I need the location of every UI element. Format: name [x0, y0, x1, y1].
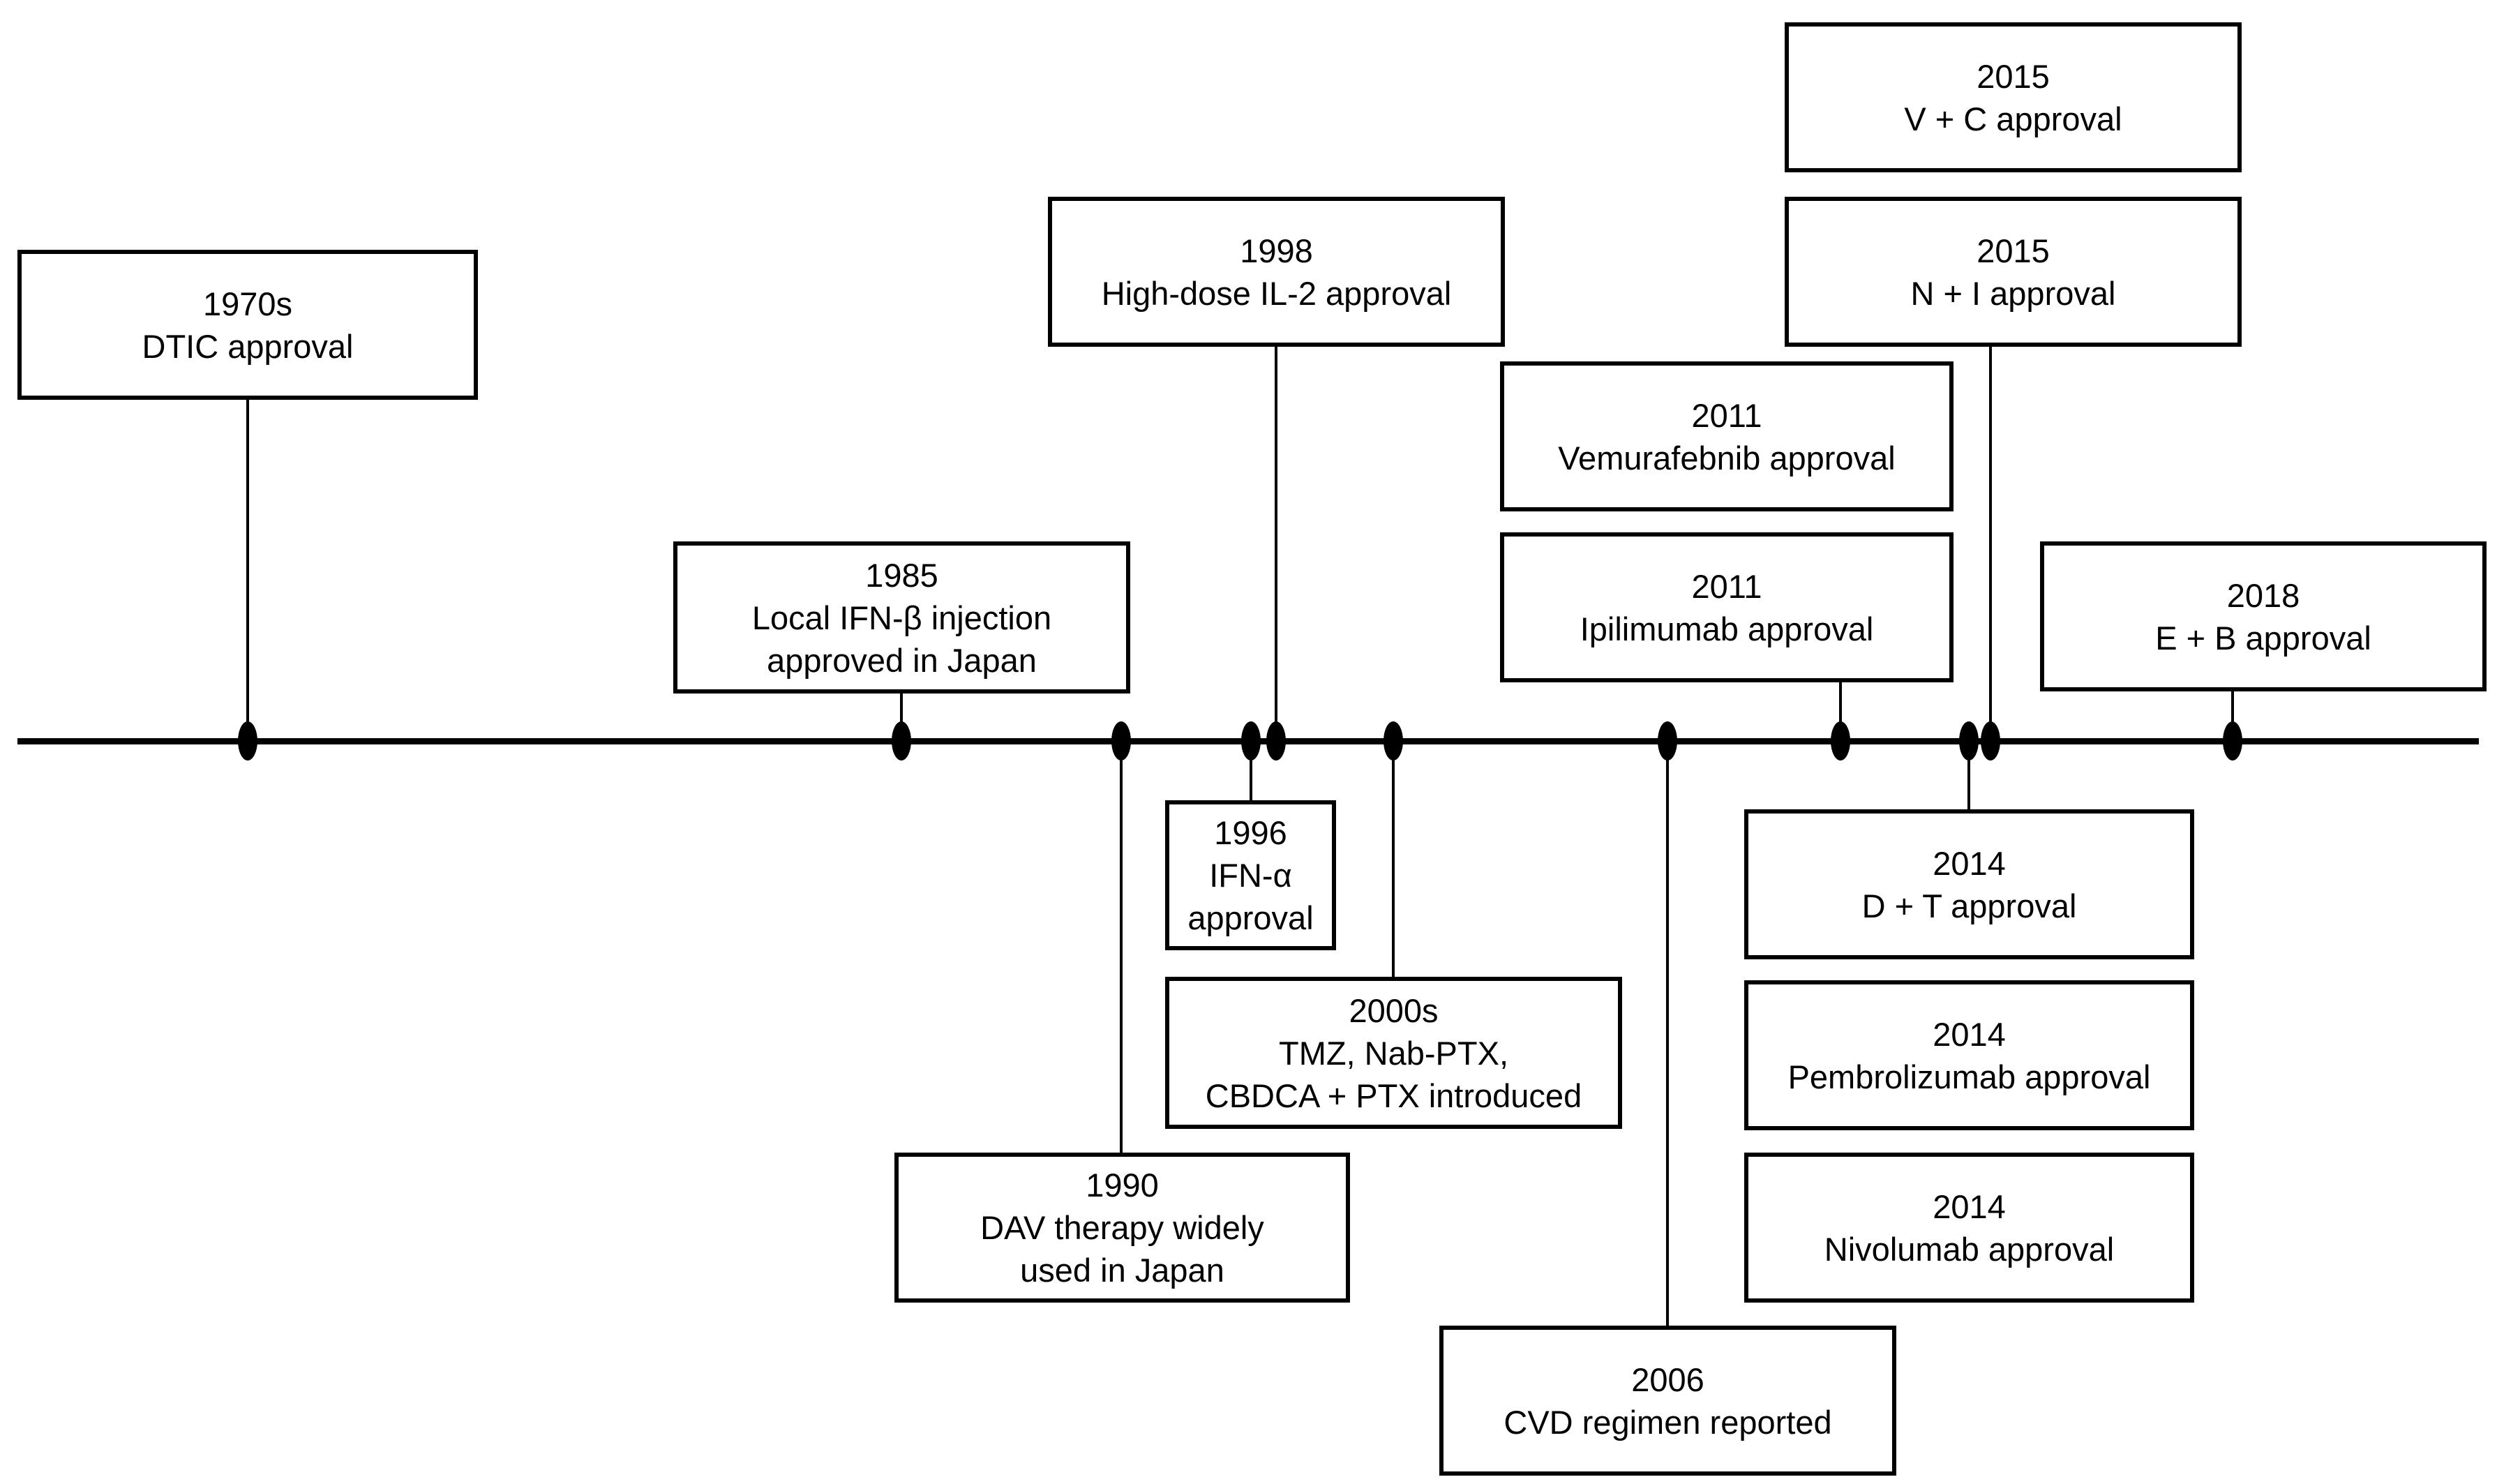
event-label: approval — [1187, 899, 1314, 936]
timeline-dot-tmz-nab-ptx-2000s — [1384, 721, 1403, 760]
event-connector-n-plus-i-2015 — [1989, 347, 1992, 741]
event-label: E + B approval — [2155, 619, 2371, 657]
event-label: CBDCA + PTX introduced — [1205, 1077, 1582, 1114]
event-label: Local IFN-β injection — [751, 599, 1052, 636]
event-year: 1996 — [1214, 814, 1287, 851]
event-year: 1985 — [865, 556, 938, 594]
event-year: 2014 — [1933, 1015, 2006, 1053]
event-label: TMZ, Nab-PTX, — [1278, 1034, 1509, 1072]
event-connector-e-plus-b-2018 — [2231, 691, 2234, 741]
event-label: D + T approval — [1861, 887, 2077, 924]
event-label: approved in Japan — [767, 641, 1037, 679]
timeline-dot-n-plus-i-2015 — [1981, 721, 2000, 760]
event-label: Ipilimumab approval — [1580, 610, 1874, 647]
event-connector-local-ifn-beta-1985 — [900, 694, 903, 741]
timeline-dot-e-plus-b-2018 — [2223, 721, 2242, 760]
event-year: 2015 — [1977, 57, 2050, 95]
event-connector-ifn-alpha-1996 — [1250, 741, 1252, 800]
event-label: N + I approval — [1910, 274, 2116, 312]
event-label: used in Japan — [1020, 1252, 1224, 1289]
event-year: 2000s — [1349, 991, 1439, 1029]
event-year: 1998 — [1240, 232, 1313, 269]
event-connector-high-dose-il2-1998 — [1275, 347, 1277, 741]
event-year: 2011 — [1691, 396, 1762, 434]
timeline-dot-local-ifn-beta-1985 — [892, 721, 911, 760]
event-label: DAV therapy widely — [980, 1209, 1264, 1246]
event-connector-cvd-2006 — [1666, 741, 1669, 1326]
event-label: Vemurafebnib approval — [1558, 439, 1896, 477]
event-label: DTIC approval — [142, 327, 354, 365]
event-connector-dav-1990 — [1120, 741, 1123, 1153]
event-connector-tmz-nab-ptx-2000s — [1392, 741, 1395, 977]
timeline-dot-cvd-2006 — [1658, 721, 1677, 760]
event-year: 2014 — [1933, 844, 2006, 882]
event-label: V + C approval — [1904, 100, 2122, 137]
timeline-dot-high-dose-il2-1998 — [1266, 721, 1286, 760]
timeline-dot-ipilimumab-2011 — [1831, 721, 1850, 760]
event-connector-dtic-1970s — [246, 400, 249, 741]
timeline-dot-dtic-1970s — [238, 721, 257, 760]
event-year: 2006 — [1631, 1361, 1704, 1398]
event-box-d-plus-t-2014: 2014 D + T approval — [1744, 809, 2194, 959]
event-connector-d-plus-t-2014 — [1967, 741, 1970, 809]
event-year: 2015 — [1977, 232, 2050, 269]
event-year: 2011 — [1691, 567, 1762, 605]
event-box-n-plus-i-2015: 2015 N + I approval — [1785, 197, 2242, 347]
event-year: 1990 — [1086, 1167, 1159, 1204]
event-label: IFN-α — [1209, 857, 1292, 894]
event-year: 1970s — [202, 285, 293, 322]
timeline-dot-dav-1990 — [1111, 721, 1131, 760]
event-box-v-plus-c-2015: 2015 V + C approval — [1785, 22, 2242, 172]
event-label: Nivolumab approval — [1824, 1230, 2115, 1268]
timeline-dot-ifn-alpha-1996 — [1241, 721, 1261, 760]
timeline-dot-d-plus-t-2014 — [1959, 721, 1979, 760]
event-label: High-dose IL-2 approval — [1101, 274, 1452, 312]
event-connector-ipilimumab-2011 — [1839, 682, 1842, 741]
event-year: 2014 — [1933, 1187, 2006, 1225]
event-year: 2018 — [2226, 576, 2300, 614]
event-box-e-plus-b-2018: 2018 E + B approval — [2040, 541, 2487, 691]
event-label: CVD regimen reported — [1504, 1403, 1832, 1441]
event-label: Pembrolizumab approval — [1787, 1058, 2151, 1095]
